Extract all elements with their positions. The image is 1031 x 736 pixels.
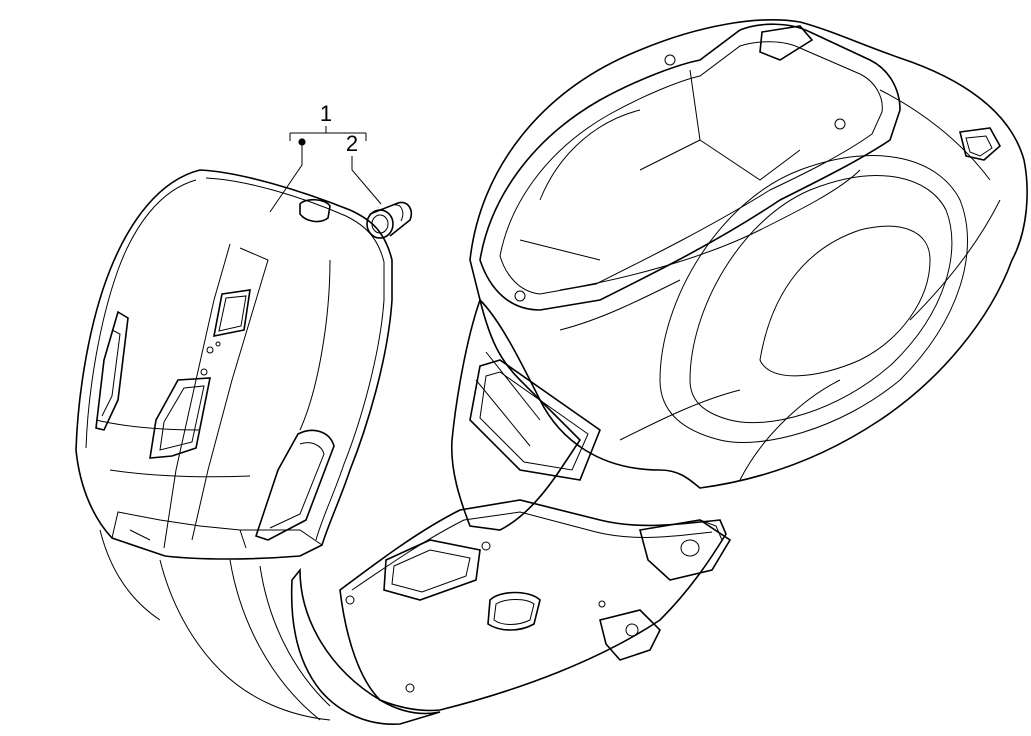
callout-label-2: 2 [346, 131, 358, 156]
front-shield-part-1 [75, 169, 393, 560]
leader-line-2 [351, 156, 382, 205]
callout-label-1: 1 [320, 101, 332, 126]
callout-group: 1 2 [269, 101, 382, 213]
grommet-part-2 [366, 201, 413, 239]
main-body-frame [99, 19, 1028, 725]
callout-bracket-1 [289, 126, 367, 141]
leader-line-1 [269, 142, 303, 213]
